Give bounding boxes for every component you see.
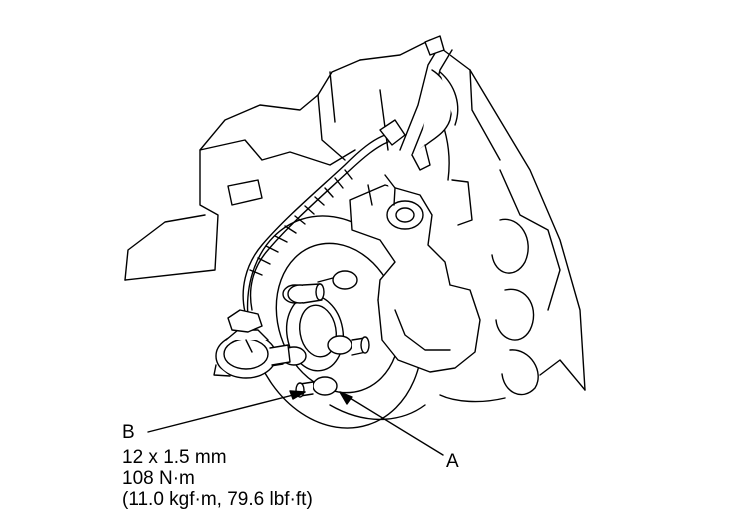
torque-specification: 12 x 1.5 mm 108 N·m (11.0 kgf·m, 79.6 lb… (122, 447, 313, 510)
brake-caliper (349, 174, 481, 373)
torque-alternate-units: (11.0 kgf·m, 79.6 lbf·ft) (122, 489, 313, 510)
background-structure (124, 39, 586, 403)
wheel-stud (282, 283, 325, 304)
bleeder-wrench (379, 35, 459, 171)
callout-label-a: A (446, 451, 459, 472)
leader-lines (147, 390, 444, 456)
leader-line-a (339, 391, 444, 456)
bleeder-hose (242, 134, 389, 313)
pressure-gauge (213, 309, 291, 379)
leader-arrow-b (289, 390, 306, 400)
torque-value: 108 N·m (122, 468, 195, 489)
wheel-stud (317, 270, 358, 290)
leader-arrow-a (339, 391, 353, 405)
wheel-studs (269, 270, 370, 398)
bolt-size: 12 x 1.5 mm (122, 447, 227, 468)
callout-label-b: B (122, 422, 135, 443)
leader-line-b (147, 391, 306, 433)
wheel-stud (327, 335, 370, 356)
